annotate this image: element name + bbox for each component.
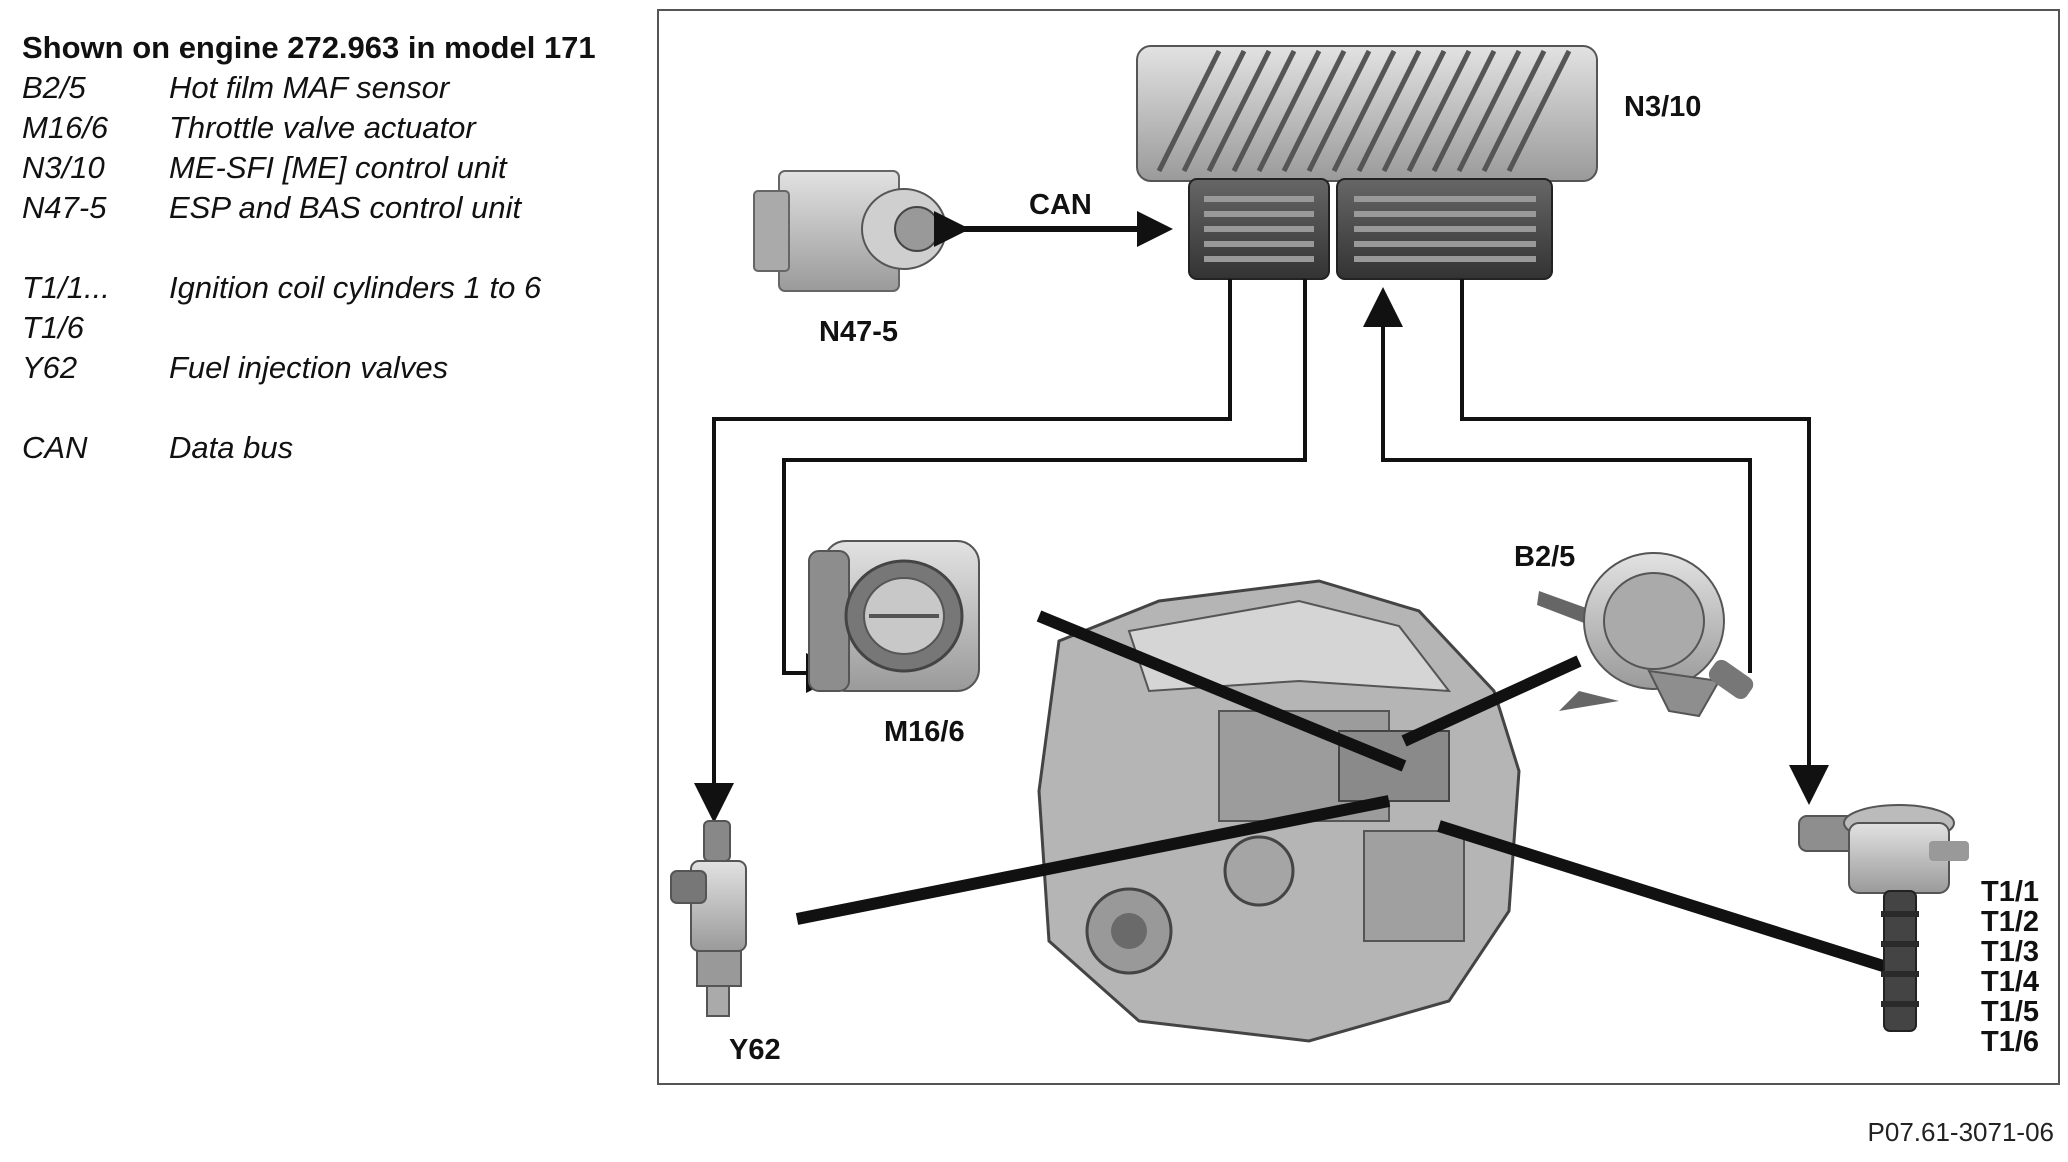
pointer-injector xyxy=(795,795,1391,925)
legend-row-n3-10: N3/10 ME-SFI [ME] control unit xyxy=(22,148,662,188)
diagram-frame: N3/10 N47-5 CAN xyxy=(657,9,2060,1085)
legend: Shown on engine 272.963 in model 171 B2/… xyxy=(22,28,662,468)
legend-code: T1/6 xyxy=(22,310,85,345)
legend-code: Y62 xyxy=(22,350,78,385)
component-diagram: N3/10 N47-5 CAN xyxy=(670,45,2039,1066)
reference-code: P07.61-3071-06 xyxy=(1867,1117,2054,1147)
coil-label-6: T1/6 xyxy=(1981,1026,2039,1058)
esp-label: N47-5 xyxy=(819,316,898,348)
legend-title: Shown on engine 272.963 in model 171 xyxy=(22,30,596,65)
legend-row-t1-1: T1/1... Ignition coil cylinders 1 to 6 xyxy=(22,268,662,308)
legend-desc: ME-SFI [ME] control unit xyxy=(169,150,507,185)
legend-desc: Data bus xyxy=(169,430,294,465)
legend-row-m16-6: M16/6 Throttle valve actuator xyxy=(22,108,662,148)
can-label: CAN xyxy=(1029,189,1092,221)
legend-row-y62: Y62 Fuel injection valves xyxy=(22,348,662,388)
legend-code: N3/10 xyxy=(22,150,105,185)
throttle-actuator: M16/6 xyxy=(808,540,980,748)
legend-desc: ESP and BAS control unit xyxy=(169,190,522,225)
ignition-coil: T1/1 T1/2 T1/3 T1/4 T1/5 T1/6 xyxy=(1798,804,2039,1058)
maf-sensor: B2/5 xyxy=(1514,541,1754,718)
legend-row-can: CAN Data bus xyxy=(22,428,662,468)
coil-label-1: T1/1 xyxy=(1981,876,2039,908)
coil-label-2: T1/2 xyxy=(1981,906,2039,938)
legend-desc: Throttle valve actuator xyxy=(169,110,476,145)
legend-code: B2/5 xyxy=(22,70,86,105)
legend-row-b2-5: B2/5 Hot film MAF sensor xyxy=(22,68,662,108)
legend-code: N47-5 xyxy=(22,190,107,225)
coil-labels: T1/1 T1/2 T1/3 T1/4 T1/5 T1/6 xyxy=(1981,876,2039,1058)
line-to-coils xyxy=(1460,279,1829,805)
throttle-label: M16/6 xyxy=(884,716,965,748)
line-from-maf xyxy=(1363,287,1752,673)
legend-row-n47-5: N47-5 ESP and BAS control unit xyxy=(22,188,662,228)
esp-unit: N47-5 xyxy=(753,170,947,348)
legend-desc: Hot film MAF sensor xyxy=(169,70,450,105)
coil-label-4: T1/4 xyxy=(1981,966,2039,998)
legend-row-t1-6: T1/6 xyxy=(22,308,662,348)
pointer-lines xyxy=(795,610,1901,977)
ecu-unit: N3/10 xyxy=(1136,45,1701,280)
legend-code: T1/1... xyxy=(22,270,110,305)
ecu-label: N3/10 xyxy=(1624,91,1701,123)
fuel-injector: Y62 xyxy=(670,820,781,1066)
legend-desc xyxy=(169,308,662,348)
signal-lines xyxy=(694,279,1829,823)
pointer-throttle xyxy=(1036,610,1407,772)
legend-desc: Fuel injection valves xyxy=(169,350,449,385)
maf-label: B2/5 xyxy=(1514,541,1575,573)
injector-label: Y62 xyxy=(729,1034,781,1066)
pointer-coils xyxy=(1437,820,1901,977)
engine xyxy=(1037,579,1521,1043)
legend-code: M16/6 xyxy=(22,110,109,145)
line-to-throttle xyxy=(782,279,1307,693)
can-bus-arrow: CAN xyxy=(934,189,1173,247)
line-to-injector xyxy=(694,279,1232,823)
coil-label-5: T1/5 xyxy=(1981,996,2039,1028)
legend-code: CAN xyxy=(22,430,88,465)
pointer-maf xyxy=(1401,655,1582,747)
legend-desc: Ignition coil cylinders 1 to 6 xyxy=(169,270,542,305)
coil-label-3: T1/3 xyxy=(1981,936,2039,968)
